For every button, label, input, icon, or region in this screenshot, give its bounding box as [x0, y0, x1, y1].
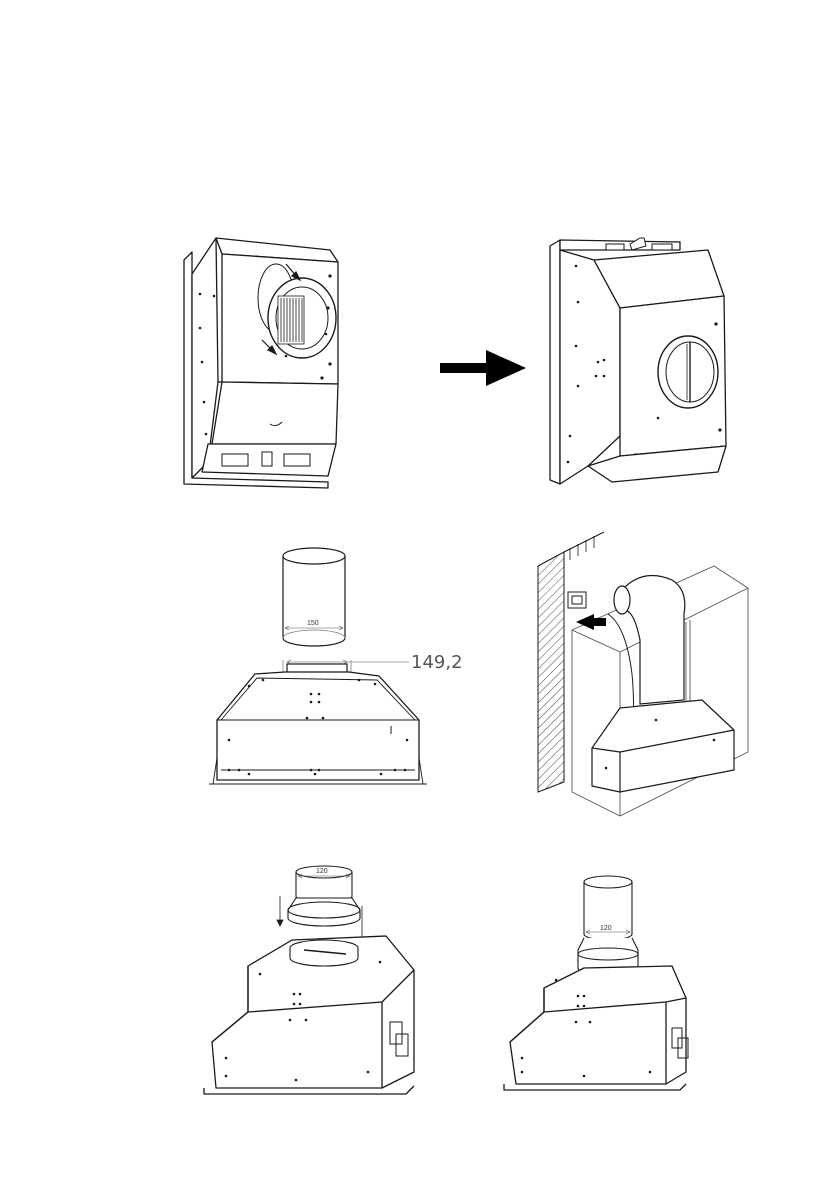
hood-rear-view-drawing	[178, 232, 360, 490]
reducer-insertion-drawing: 120	[196, 862, 418, 1092]
reducer-insertion-svg: 120	[196, 862, 418, 1092]
collar-width-label: 149,2	[411, 652, 463, 673]
hood-rear-view-flange	[178, 232, 360, 490]
duct-dimension-drawing: 150 149,2	[205, 544, 470, 788]
reducer-label: 120	[316, 868, 328, 875]
pipe-label: 120	[600, 925, 612, 932]
hood-with-damper	[548, 236, 744, 492]
reducer-mounted-drawing: 120	[500, 872, 696, 1090]
right-arrow-icon	[440, 348, 528, 388]
hood-damper-drawing	[548, 236, 744, 492]
duct-dimension-svg: 150 149,2	[205, 544, 470, 788]
step-arrow	[440, 348, 528, 388]
reducer-mounted-svg: 120	[500, 872, 696, 1090]
duct-diameter-label: 150	[307, 620, 319, 627]
cabinet-installation-view	[524, 530, 764, 820]
cabinet-installation-svg	[524, 530, 764, 820]
